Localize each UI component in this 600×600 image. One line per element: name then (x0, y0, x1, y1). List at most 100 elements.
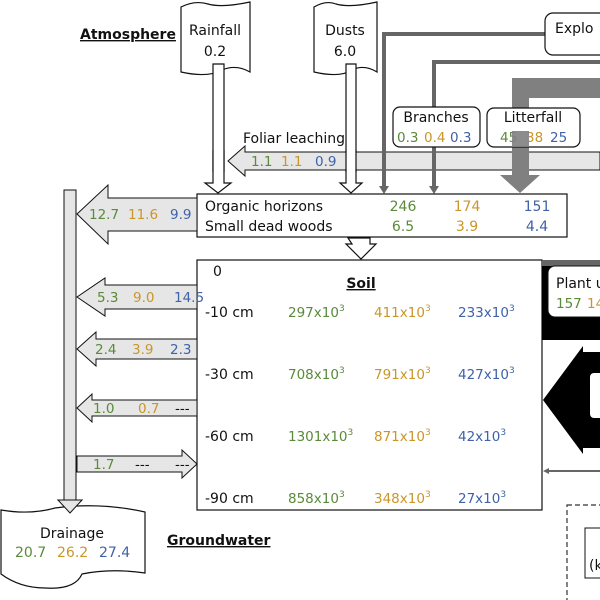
atmosphere-label: Atmosphere (80, 27, 176, 43)
soil-stock-exponent: 3 (348, 428, 354, 438)
soil-stock-exponent: 3 (339, 304, 345, 314)
soil-stock-exponent: 3 (425, 304, 431, 314)
soil-stock-exponent: 3 (509, 304, 515, 314)
soil-flux-value: 3.9 (132, 342, 153, 358)
soil-stock-mantissa: 427x10 (458, 367, 509, 383)
drainage-value-1: 20.7 (15, 545, 46, 561)
organic-horizons-box: Organic horizons 246 174 151 Small dead … (196, 193, 568, 238)
soil-stock-value: 233x103 (458, 304, 515, 321)
organic-row-2-value-2: 3.9 (456, 219, 478, 235)
soil-inflow-arrow (76, 448, 198, 480)
soil-stock-exponent: 3 (425, 490, 431, 500)
organic-outflow-value-3: 9.9 (170, 207, 191, 223)
dusts-value: 6.0 (334, 44, 356, 60)
branches-value-1: 0.3 (397, 130, 418, 146)
soil-stock-value: 348x103 (374, 490, 431, 507)
plant-uptake-box: Plant u 157 14 (547, 265, 600, 318)
drainage-box: Drainage 20.7 26.2 27.4 (0, 499, 146, 589)
soil-stock-mantissa: 1301x10 (288, 429, 348, 445)
soil-stock-value: 858x103 (288, 490, 345, 507)
soil-stock-exponent: 3 (339, 366, 345, 376)
soil-flux-value: 1.0 (93, 401, 114, 417)
soil-stock-value: 297x103 (288, 304, 345, 321)
branches-value-3: 0.3 (450, 130, 471, 146)
soil-stock-exponent: 3 (339, 490, 345, 500)
soil-stock-exponent: 3 (509, 366, 515, 376)
organic-outflow-value-1: 12.7 (89, 207, 119, 223)
rainfall-label: Rainfall (189, 23, 241, 39)
soil-stock-value: 427x103 (458, 366, 515, 383)
soil-flux-value: --- (135, 457, 150, 473)
soil-stock-value: 708x103 (288, 366, 345, 383)
soil-stock-value: 27x103 (458, 490, 506, 507)
foliar-leaching-label: Foliar leaching (243, 131, 345, 147)
soil-flux-value: 1.7 (93, 457, 114, 473)
soil-stock-mantissa: 708x10 (288, 367, 339, 383)
soil-depth-label: -10 cm (205, 305, 254, 321)
soil-stock-mantissa: 42x10 (458, 429, 500, 445)
foliar-value-3: 0.9 (315, 154, 336, 170)
soil-stock-value: 411x103 (374, 304, 431, 321)
legend-box: (k (566, 504, 600, 600)
drainage-label: Drainage (40, 526, 104, 542)
soil-depth-label: -30 cm (205, 367, 254, 383)
soil-flux-value: 0.7 (138, 401, 159, 417)
exploitation-flow-line (382, 32, 545, 190)
dusts-box: Dusts 6.0 (313, 1, 378, 76)
soil-flux-value: 14.5 (174, 290, 204, 306)
soil-flux-value: --- (175, 401, 190, 417)
organic-row-1-value-3: 151 (524, 199, 551, 215)
soil-stock-mantissa: 791x10 (374, 367, 425, 383)
organic-row-1-value-1: 246 (390, 199, 417, 215)
foliar-value-1: 1.1 (251, 154, 272, 170)
rainfall-box: Rainfall 0.2 (180, 1, 251, 76)
soil-stock-mantissa: 27x10 (458, 491, 500, 507)
organic-outflow-value-2: 11.6 (128, 207, 158, 223)
soil-flux-value: --- (175, 457, 190, 473)
organic-row-2-value-3: 4.4 (526, 219, 548, 235)
organic-row-1-value-2: 174 (454, 199, 481, 215)
soil-depth-label: -60 cm (205, 429, 254, 445)
soil-outflow-arrow (76, 392, 198, 424)
soil-stock-exponent: 3 (425, 428, 431, 438)
soil-stock-mantissa: 411x10 (374, 305, 425, 321)
dusts-label: Dusts (325, 23, 365, 39)
dusts-arrow (338, 63, 364, 194)
litterfall-box: Litterfall 45 38 25 (486, 107, 581, 148)
soil-flux-value: 9.0 (133, 290, 154, 306)
organic-row-1-label: Organic horizons (205, 199, 323, 215)
foliar-value-2: 1.1 (281, 154, 302, 170)
soil-stock-mantissa: 871x10 (374, 429, 425, 445)
soil-stock-mantissa: 233x10 (458, 305, 509, 321)
root-uptake-arrow (543, 346, 600, 454)
litterfall-label: Litterfall (504, 110, 562, 126)
soil-depth-label: -90 cm (205, 491, 254, 507)
soil-flux-value: 2.3 (170, 342, 191, 358)
branches-label: Branches (403, 110, 468, 126)
soil-stock-mantissa: 297x10 (288, 305, 339, 321)
plant-uptake-value-2: 14 (587, 296, 600, 312)
litterfall-value-2: 38 (526, 130, 543, 146)
drainage-value-3: 27.4 (99, 545, 130, 561)
organic-row-2-value-1: 6.5 (392, 219, 414, 235)
soil-outflow-arrow (76, 277, 198, 317)
branches-box: Branches 0.3 0.4 0.3 (392, 106, 481, 148)
soil-box: 0 Soil (196, 259, 543, 511)
soil-top-label: 0 (213, 264, 222, 280)
soil-stock-value: 42x103 (458, 428, 506, 445)
soil-stock-value: 791x103 (374, 366, 431, 383)
organic-row-2-label: Small dead woods (205, 219, 333, 235)
foliar-leaching-arrow (227, 144, 600, 178)
soil-stock-mantissa: 858x10 (288, 491, 339, 507)
soil-stock-exponent: 3 (500, 490, 506, 500)
plant-uptake-label: Plant u (556, 276, 600, 292)
soil-stock-exponent: 3 (500, 428, 506, 438)
drainage-value-2: 26.2 (57, 545, 88, 561)
soil-title: Soil (346, 276, 375, 292)
legend-partial-text: (k (589, 558, 600, 574)
soil-flux-value: 5.3 (97, 290, 118, 306)
